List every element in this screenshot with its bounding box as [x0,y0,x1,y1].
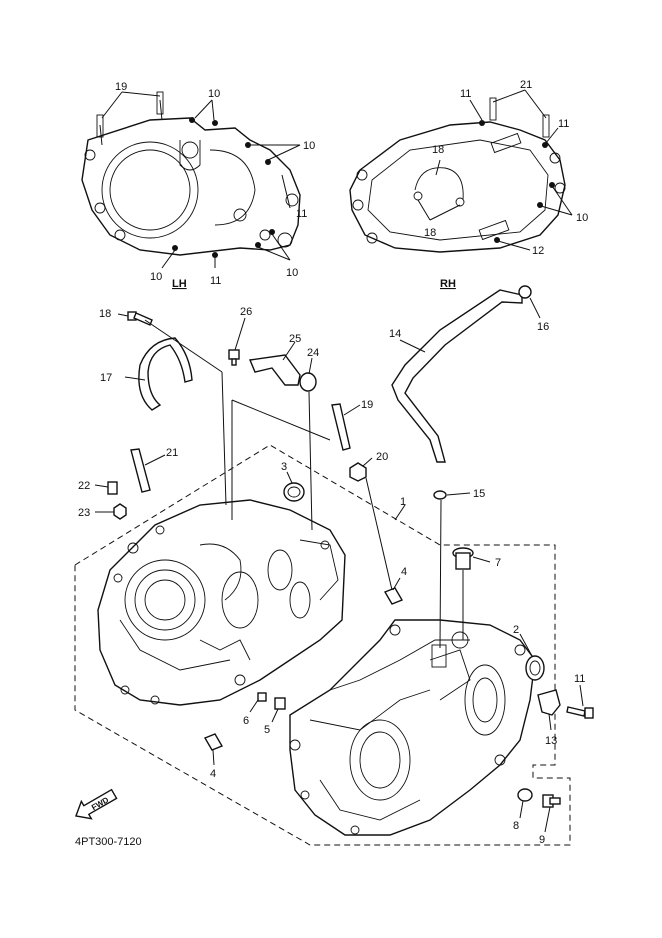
label-19: 19 [361,399,373,411]
holder-25 [249,341,301,386]
bearing-3 [283,471,305,502]
label-11-lh-bottom: 11 [210,275,221,287]
label-17: 17 [100,372,112,384]
label-11-rh-top: 11 [460,88,471,100]
bolt-11 [566,684,594,719]
label-10-lh-top: 10 [208,88,220,100]
bolt-9 [542,794,561,833]
label-1: 1 [400,496,406,508]
label-12-rh: 12 [532,245,544,257]
nut-23 [95,503,127,520]
side-lh: LH [172,278,187,290]
label-19-lh: 19 [115,81,127,93]
label-14: 14 [389,328,401,340]
label-21: 21 [166,447,178,459]
label-5: 5 [264,724,270,736]
label-21-rh: 21 [520,79,532,91]
label-20: 20 [376,451,388,463]
assembly-outline [74,444,571,846]
stud-19 [331,403,361,451]
rh-cover-callouts: 21 11 11 18 18 10 12 RH [417,79,588,290]
label-22: 22 [78,480,90,492]
label-26: 26 [240,306,252,318]
stud-21 [130,448,166,493]
label-13: 13 [545,735,557,747]
bolt-18 [117,311,153,326]
label-6: 6 [243,715,249,727]
label-18-rh-bottom: 18 [424,227,436,239]
label-10-rh: 10 [576,212,588,224]
fwd-arrow: FWD [75,788,118,820]
label-7: 7 [495,557,501,569]
label-15: 15 [473,488,485,500]
label-4-upper: 4 [401,566,407,578]
callout-labels: 1 2 3 4 4 5 6 7 8 9 11 13 14 15 16 17 18… [78,306,585,846]
pin-6 [249,692,267,713]
pin-22 [94,481,118,495]
damper-24 [299,357,317,392]
label-10-lh-left: 10 [150,271,162,283]
lh-cover-callouts: 19 10 10 11 10 11 10 LH [101,81,315,290]
label-8: 8 [513,820,519,832]
clip-15 [433,490,471,500]
label-2: 2 [513,624,519,636]
dowel-4-upper [383,577,404,605]
washer-8 [517,788,533,819]
nut-20 [349,457,373,482]
label-10-lh-right: 10 [303,140,315,152]
label-9: 9 [539,834,545,846]
label-25: 25 [289,333,301,345]
seal-2 [519,633,545,681]
label-18: 18 [99,308,111,320]
label-16: 16 [537,321,549,333]
dowel-4-lower [203,733,224,766]
label-10-lh-bottom: 10 [286,267,298,279]
label-11-lh-right: 11 [296,208,307,220]
clamp-13 [537,689,561,731]
label-4-lower: 4 [210,768,216,780]
label-24: 24 [307,347,319,359]
pin-5 [271,697,286,723]
label-3: 3 [281,461,287,473]
diagram-code: 4PT300-7120 [75,836,142,848]
bracket-17 [124,337,193,411]
rh-cover-gasket [349,97,566,253]
label-11-rh-right: 11 [558,118,569,130]
label-11: 11 [574,673,585,685]
label-18-rh-top: 18 [432,144,444,156]
label-23: 23 [78,507,90,519]
plug-7 [452,547,491,570]
lh-cover-gasket [81,91,301,258]
bolt-26 [228,317,246,366]
clip-16 [518,285,541,319]
side-rh: RH [440,278,456,290]
crankcase-left-half [97,499,346,706]
hose-14 [391,289,523,463]
crankcase-right-half [289,619,536,836]
